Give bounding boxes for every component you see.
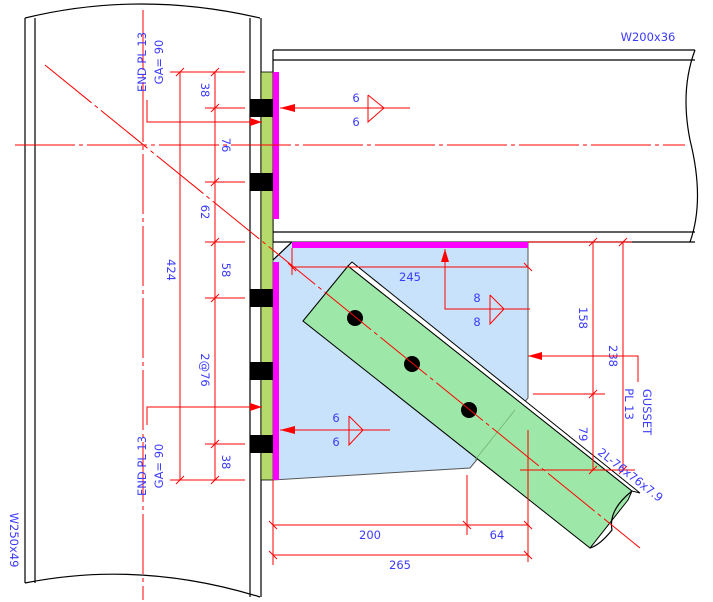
dim-bolt-group: 2@76 [198,353,212,386]
weld-upper-top-size: 6 [352,91,359,105]
label-gage-lower: GA= 90 [152,444,166,489]
dim-gusset-width-label: 245 [399,270,421,284]
brace-break [589,490,633,549]
dim-bottom-total: 265 [389,558,411,572]
dim-gusset-lower: 79 [576,427,590,442]
dim-spacing-1: 76 [219,138,233,153]
dim-245-bg [396,270,424,284]
leader-arrow-upper [250,118,262,126]
dim-gusset-width [287,248,533,275]
beam [272,49,699,243]
bottom-dimensions [268,430,533,565]
brace-workline [44,64,641,549]
bolt-3 [250,289,273,307]
dim-spacing-3: 58 [219,263,233,278]
weld-lower-top-bg [330,411,342,424]
end-plate [260,71,274,481]
weld-upper-bottom-size: 6 [352,115,359,129]
dim-gusset-upper: 158 [576,307,590,329]
label-gusset-thickness: PL 13 [622,388,636,420]
column-break-bottom [24,573,261,598]
gusset-snip [272,241,293,261]
column-break-top [24,3,261,19]
bolt-5 [250,435,273,453]
weld-gusset-to-beam [292,242,528,248]
leader-gusset [528,355,639,382]
weld-gusset-top-size: 8 [473,291,480,305]
leader-upper-end-plate [146,100,262,123]
dim-top-edge: 38 [198,83,212,98]
label-column-size: W250x49 [7,513,21,568]
bolt-4 [250,362,273,380]
label-gage-upper: GA= 90 [152,40,166,85]
dim-bottom-part1: 200 [359,528,381,542]
bolt-1 [250,99,273,117]
dim-bottom-edge: 38 [219,455,233,470]
weld-lower-bottom-size: 6 [332,435,339,449]
brace-angle-edge [347,261,641,494]
label-end-plate-lower: END PL 13 [135,436,149,496]
weld-symbol-gusset [441,249,530,326]
left-dimensions [170,67,245,485]
weld-lower-end-plate [273,262,279,480]
dim-spacing-2: 62 [198,205,212,220]
brace [302,261,641,549]
beam-break [685,49,699,243]
dim-total-424: 424 [164,259,178,281]
weld-lower-top-size: 6 [332,411,339,425]
label-beam-size: W200x36 [621,30,676,44]
column-bolts [250,99,273,453]
weld-gusset-bottom-bg [471,315,483,329]
label-gusset: GUSSET [640,389,654,436]
bolt-2 [250,173,273,191]
leader-arrow-lower [250,403,262,411]
weld-gusset-bottom-size: 8 [473,315,480,329]
weld-gusset-top-bg [471,291,483,305]
leader-lower-end-plate [146,406,262,425]
gusset-edge-overlap [474,409,516,461]
dim-bottom-part2: 64 [490,528,505,542]
leader-arrow-gusset [528,352,542,360]
weld-symbol-upper [280,94,410,124]
label-end-plate-upper: END PL 13 [135,32,149,92]
weld-symbol-lower [280,415,390,447]
weld-lower-bottom-bg [330,435,342,448]
